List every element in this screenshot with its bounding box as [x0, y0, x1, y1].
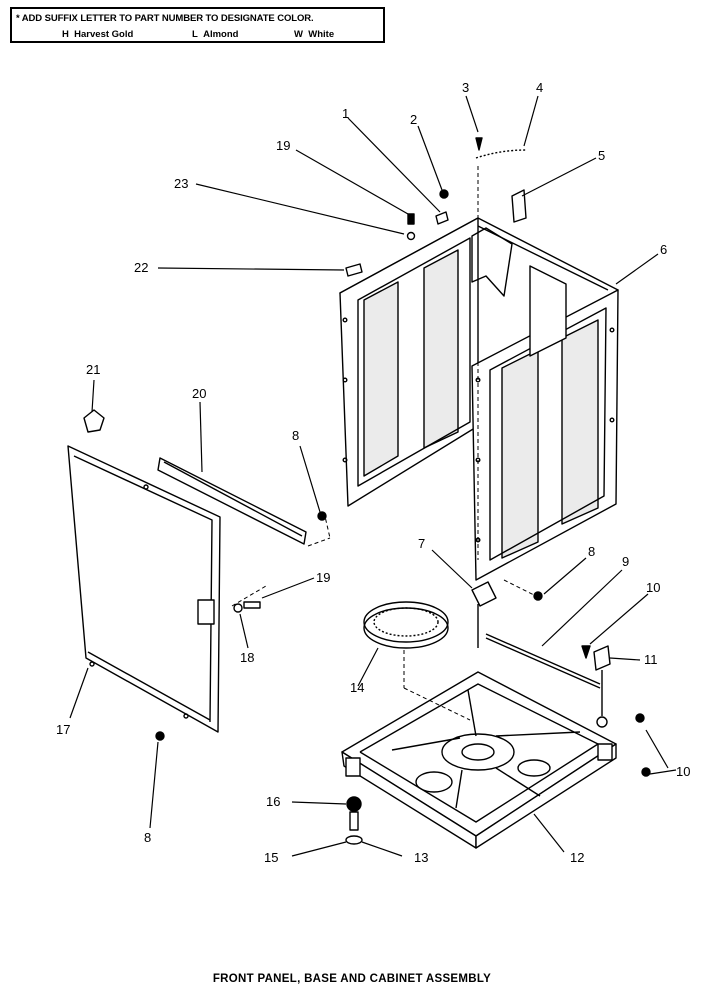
- callout-16: 16: [266, 794, 280, 809]
- ring: [363, 601, 449, 649]
- assembly-lines: [231, 166, 537, 721]
- callout-11: 11: [644, 652, 658, 667]
- callout-8a: 8: [292, 428, 299, 443]
- diagram-caption: FRONT PANEL, BASE AND CABINET ASSEMBLY: [212, 973, 492, 985]
- color-option-almond: L Almond: [192, 29, 239, 40]
- callout-12: 12: [570, 850, 584, 865]
- base: [341, 671, 617, 849]
- callout-20: 20: [192, 386, 206, 401]
- top-hardware: [345, 137, 527, 277]
- callout-6: 6: [660, 242, 667, 257]
- callout-19a: 19: [276, 138, 290, 153]
- callout-8b: 8: [588, 544, 595, 559]
- callout-2: 2: [410, 112, 417, 127]
- color-option-harvest-gold: H Harvest Gold: [62, 29, 134, 40]
- callout-3: 3: [462, 80, 469, 95]
- callout-10a: 10: [646, 580, 660, 595]
- leader-lines: [69, 95, 677, 857]
- callout-15: 15: [264, 850, 278, 865]
- front-panel: [67, 445, 221, 733]
- callout-5: 5: [598, 148, 605, 163]
- hardware: [155, 511, 651, 845]
- callout-14: 14: [350, 680, 364, 695]
- callout-21: 21: [86, 362, 100, 377]
- callout-23: 23: [174, 176, 188, 191]
- callout-labels: 1 2 3 4 5 6 7 8 8 8 9 10 10 11 12 13 14 …: [56, 80, 690, 865]
- note-text: * ADD SUFFIX LETTER TO PART NUMBER TO DE…: [16, 13, 314, 24]
- panel-bracket: [157, 457, 307, 545]
- callout-7: 7: [418, 536, 425, 551]
- color-suffix-note: * ADD SUFFIX LETTER TO PART NUMBER TO DE…: [10, 7, 385, 43]
- leveling-rod: [485, 633, 601, 689]
- callout-1: 1: [342, 106, 349, 121]
- callout-8c: 8: [144, 830, 151, 845]
- clip-21: [83, 409, 105, 433]
- callout-18: 18: [240, 650, 254, 665]
- callout-17: 17: [56, 722, 70, 737]
- callout-13: 13: [414, 850, 428, 865]
- callout-10b: 10: [676, 764, 690, 779]
- callout-9: 9: [622, 554, 629, 569]
- callout-19b: 19: [316, 570, 330, 585]
- color-option-white: W White: [294, 29, 335, 40]
- callout-22: 22: [134, 260, 148, 275]
- callout-4: 4: [536, 80, 543, 95]
- cabinet: [339, 217, 619, 581]
